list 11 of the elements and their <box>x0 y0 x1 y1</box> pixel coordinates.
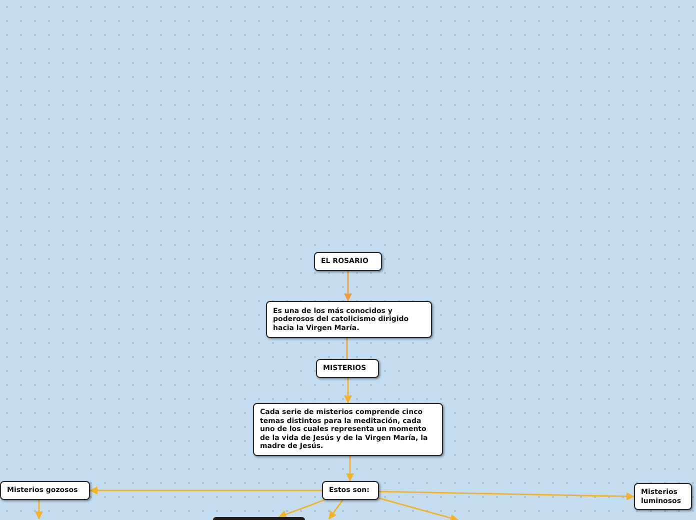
arrow <box>378 498 458 520</box>
topic-box <box>213 517 305 520</box>
arrow <box>90 486 322 494</box>
arrow <box>35 500 43 520</box>
arrow <box>344 378 352 404</box>
arrow <box>344 271 352 302</box>
arrow <box>378 490 634 500</box>
arrow <box>346 456 354 482</box>
arrow <box>278 499 325 518</box>
arrow <box>328 500 344 520</box>
connector-line <box>346 338 348 359</box>
